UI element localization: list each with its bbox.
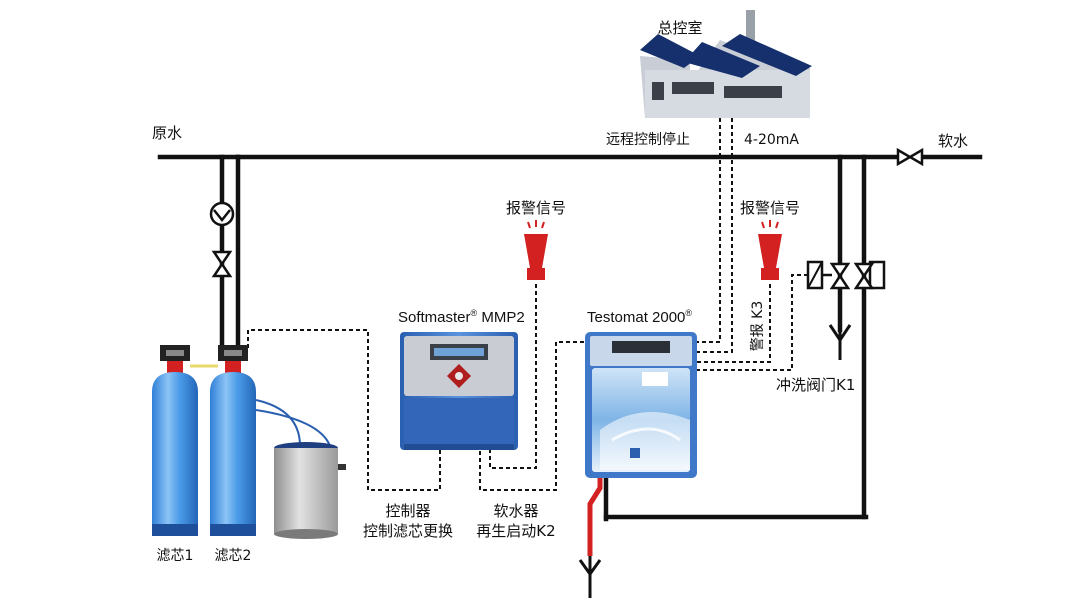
sample-drain-icon bbox=[578, 556, 602, 598]
softener-label-line1: 软水器 bbox=[493, 502, 538, 520]
signal-lines bbox=[247, 118, 808, 491]
softmaster-device bbox=[400, 332, 518, 450]
alarm-k3-label: 警报 K3 bbox=[750, 301, 766, 352]
brine-hose-2 bbox=[255, 409, 331, 447]
filter2-label: 滤芯2 bbox=[215, 548, 252, 564]
control-room-building bbox=[640, 10, 812, 118]
outlet-valve-icon bbox=[896, 147, 924, 167]
filter1-label: 滤芯1 bbox=[157, 548, 194, 564]
raw-water-label: 原水 bbox=[152, 124, 182, 142]
softmaster-title: Softmaster® MMP2 bbox=[398, 308, 525, 326]
controller-label-line2: 控制滤芯更换 bbox=[363, 522, 453, 540]
remote-stop-label: 远程控制停止 bbox=[606, 131, 690, 148]
soft-water-label: 软水 bbox=[938, 132, 968, 150]
testomat-title: Testomat 2000® bbox=[587, 308, 692, 326]
analog-signal-label: 4-20mA bbox=[744, 132, 799, 148]
filter-tank-1 bbox=[152, 345, 198, 536]
flush-valve-group bbox=[806, 260, 886, 360]
flush-valve-label: 冲洗阀门K1 bbox=[776, 376, 855, 394]
brine-tank bbox=[274, 442, 346, 539]
alarm-beacon-left bbox=[524, 220, 548, 280]
sample-outlet-pipe bbox=[587, 478, 603, 556]
softener-label-line2: 再生启动K2 bbox=[476, 522, 555, 540]
alarm-beacon-right bbox=[758, 220, 782, 280]
brine-hose bbox=[255, 399, 301, 447]
alarm-left-label: 报警信号 bbox=[506, 199, 566, 217]
pump-icon bbox=[209, 201, 235, 227]
control-room-label: 总控室 bbox=[657, 19, 702, 37]
alarm-right-label: 报警信号 bbox=[740, 199, 800, 217]
controller-label-line1: 控制器 bbox=[385, 502, 430, 520]
testomat-device bbox=[585, 332, 697, 478]
testomat-display bbox=[612, 341, 670, 353]
inlet-valve-icon bbox=[211, 250, 233, 278]
filter-tank-2 bbox=[210, 345, 256, 536]
